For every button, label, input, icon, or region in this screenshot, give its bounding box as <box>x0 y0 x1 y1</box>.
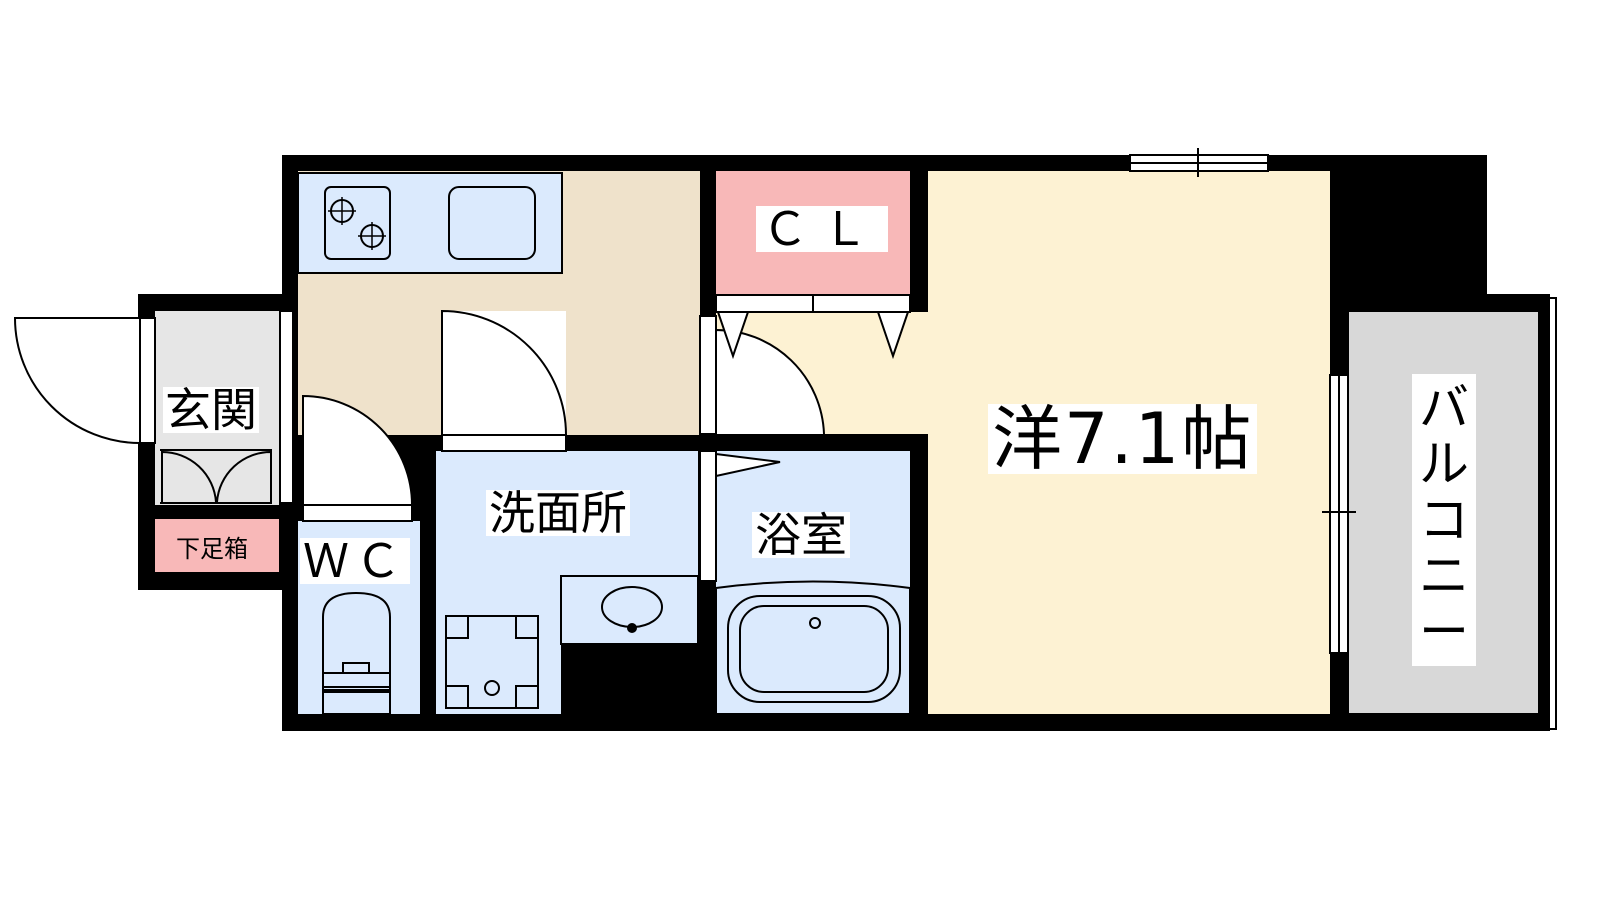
shoe-box <box>155 519 279 572</box>
balcony-door <box>1322 374 1356 654</box>
washroom-label: 洗面所 <box>486 490 630 536</box>
closet-doors <box>715 294 911 360</box>
entrance-door <box>13 317 156 444</box>
bathroom-door <box>699 450 781 582</box>
shoe-box-label: 下足箱 <box>176 535 248 563</box>
toilet <box>322 591 391 715</box>
washroom-door <box>441 309 567 452</box>
top-window <box>1129 148 1269 177</box>
washroom-notch <box>561 644 698 714</box>
closet-label: ＣＬ <box>756 206 888 252</box>
washing-machine-pan <box>445 615 539 709</box>
genkan-label: 玄関 <box>163 383 259 437</box>
kitchen-counter <box>297 172 563 274</box>
bathroom-label: 浴室 <box>752 512 850 558</box>
western-room-label: 洋7.1帖 <box>988 404 1258 474</box>
room-door <box>699 315 825 435</box>
wc-label: ＷＣ <box>300 538 410 584</box>
wc-door <box>302 394 413 522</box>
washbasin <box>560 575 699 645</box>
shoe-cabinet-doors <box>160 449 272 504</box>
balcony-label: バルコニー <box>1412 374 1476 666</box>
bathtub <box>715 580 911 715</box>
entrance-side-jamb <box>279 310 294 504</box>
